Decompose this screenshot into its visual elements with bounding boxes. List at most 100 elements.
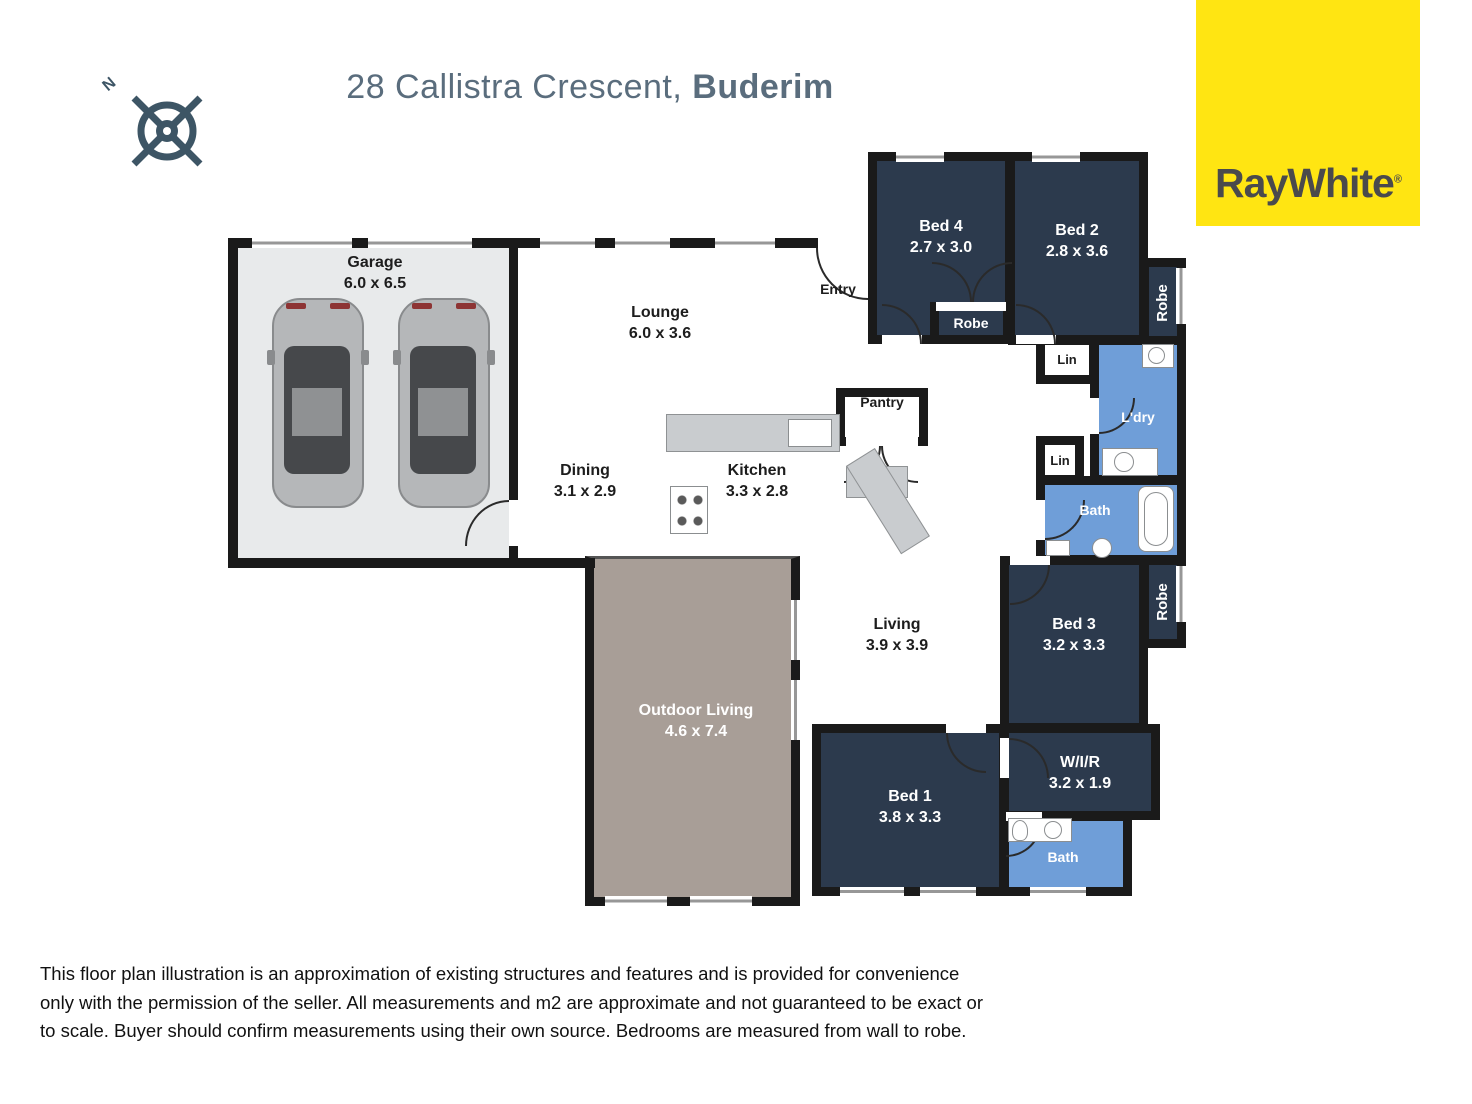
door-opening <box>1010 556 1050 565</box>
room-dims: 4.6 x 7.4 <box>664 723 728 741</box>
car-taillight <box>456 303 476 309</box>
room-dims: 3.2 x 1.9 <box>1048 775 1112 793</box>
window <box>690 896 752 906</box>
label-robe-bed4: Robe <box>930 314 1012 332</box>
label-garage: Garage 6.0 x 6.5 <box>290 252 460 294</box>
room-dims: 3.1 x 2.9 <box>553 483 617 501</box>
toilet-icon <box>1046 540 1070 556</box>
label-lin-lower: Lin <box>1036 452 1084 469</box>
room-name: W/I/R <box>1060 754 1100 771</box>
label-robe-bed2: Robe <box>1154 284 1171 322</box>
label-bath-main: Bath <box>1045 501 1145 519</box>
window <box>1176 566 1186 622</box>
room-name: L'dry <box>1121 409 1155 425</box>
room-name: Lin <box>1057 352 1077 367</box>
label-bed2: Bed 2 2.8 x 3.6 <box>1015 220 1139 262</box>
sink-icon <box>1044 821 1062 839</box>
brand-logo-text: RayWhite® <box>1196 160 1420 207</box>
window <box>840 887 904 896</box>
door-opening <box>1036 500 1045 540</box>
window <box>791 680 800 740</box>
washer-door-icon <box>1114 452 1134 472</box>
compass-icon <box>131 95 203 167</box>
label-lounge: Lounge 6.0 x 3.6 <box>590 302 730 344</box>
car-roof <box>292 388 342 436</box>
room-name: Bed 1 <box>888 788 932 805</box>
window <box>1032 152 1080 162</box>
room-dims: 3.8 x 3.3 <box>878 809 942 827</box>
door-opening <box>946 724 986 733</box>
window <box>615 238 670 248</box>
kitchen-sink <box>788 419 832 447</box>
disclaimer-line: This floor plan illustration is an appro… <box>40 963 960 984</box>
car-taillight <box>286 303 306 309</box>
room-dims: 6.0 x 3.6 <box>628 325 692 343</box>
label-lin-upper: Lin <box>1036 351 1098 368</box>
stove-icon <box>670 486 708 534</box>
label-robe-bed3: Robe <box>1154 583 1171 621</box>
disclaimer-text: This floor plan illustration is an appro… <box>40 960 1100 1046</box>
door-opening <box>1090 398 1099 434</box>
room-name: Dining <box>560 462 610 479</box>
brand-logo-panel: RayWhite® <box>1196 0 1420 226</box>
car-icon <box>393 298 495 508</box>
car-roof <box>418 388 468 436</box>
car-mirror <box>487 350 495 365</box>
disclaimer-line: to scale. Buyer should confirm measureme… <box>40 1020 967 1042</box>
window <box>1176 268 1186 324</box>
wall-segment <box>228 238 238 568</box>
room-outdoor-living <box>585 556 800 906</box>
address-text: 28 Callistra Crescent, <box>346 68 683 106</box>
sink-icon <box>1148 347 1165 364</box>
label-laundry: L'dry <box>1090 408 1186 426</box>
label-living: Living 3.9 x 3.9 <box>832 614 962 656</box>
window <box>715 238 775 248</box>
car-icon <box>267 298 369 508</box>
window <box>540 238 595 248</box>
door-opening <box>1006 812 1042 821</box>
label-entry: Entry <box>806 280 870 298</box>
window <box>1030 887 1086 896</box>
label-outdoor-living: Outdoor Living 4.6 x 7.4 <box>608 700 784 742</box>
sink-icon <box>1092 538 1112 558</box>
room-name: Bed 2 <box>1055 222 1099 239</box>
door-opening <box>846 437 918 446</box>
bathtub-inner <box>1144 492 1168 546</box>
brand-wordmark: RayWhite <box>1215 160 1395 206</box>
garage-door-opening <box>252 238 352 248</box>
wall-segment <box>228 238 818 248</box>
door-opening <box>936 302 1006 311</box>
registered-mark: ® <box>1393 173 1402 186</box>
wall-segment <box>228 558 520 568</box>
page-title: 28 Callistra Crescent, Buderim <box>0 68 1180 107</box>
window <box>791 600 800 660</box>
car-taillight <box>330 303 350 309</box>
disclaimer-line: only with the permission of the seller. … <box>40 991 984 1013</box>
room-name: Robe <box>953 315 989 331</box>
room-dims: 2.8 x 3.6 <box>1045 243 1109 261</box>
car-mirror <box>393 350 401 365</box>
label-bed3: Bed 3 3.2 x 3.3 <box>1009 614 1139 656</box>
label-dining: Dining 3.1 x 2.9 <box>520 460 650 502</box>
label-kitchen: Kitchen 3.3 x 2.8 <box>692 460 822 502</box>
room-name: Bath <box>1079 502 1111 518</box>
door-opening <box>1000 738 1009 778</box>
door-opening <box>509 500 518 546</box>
garage-door-opening <box>368 238 472 248</box>
room-name: Outdoor Living <box>638 702 754 719</box>
room-name: Bed 4 <box>919 218 963 235</box>
room-name: Kitchen <box>727 462 787 479</box>
room-dims: 3.9 x 3.9 <box>865 637 929 655</box>
label-pantry: Pantry <box>836 393 928 411</box>
car-taillight <box>412 303 432 309</box>
room-dims: 3.3 x 2.8 <box>725 483 789 501</box>
room-name: Lin <box>1050 453 1070 468</box>
label-bed1: Bed 1 3.8 x 3.3 <box>821 786 999 828</box>
room-name: Garage <box>347 254 403 271</box>
window <box>920 887 976 896</box>
room-name: Bath <box>1047 849 1079 865</box>
suburb-text: Buderim <box>692 68 834 106</box>
car-mirror <box>267 350 275 365</box>
label-bath-ensuite: Bath <box>1008 848 1118 866</box>
